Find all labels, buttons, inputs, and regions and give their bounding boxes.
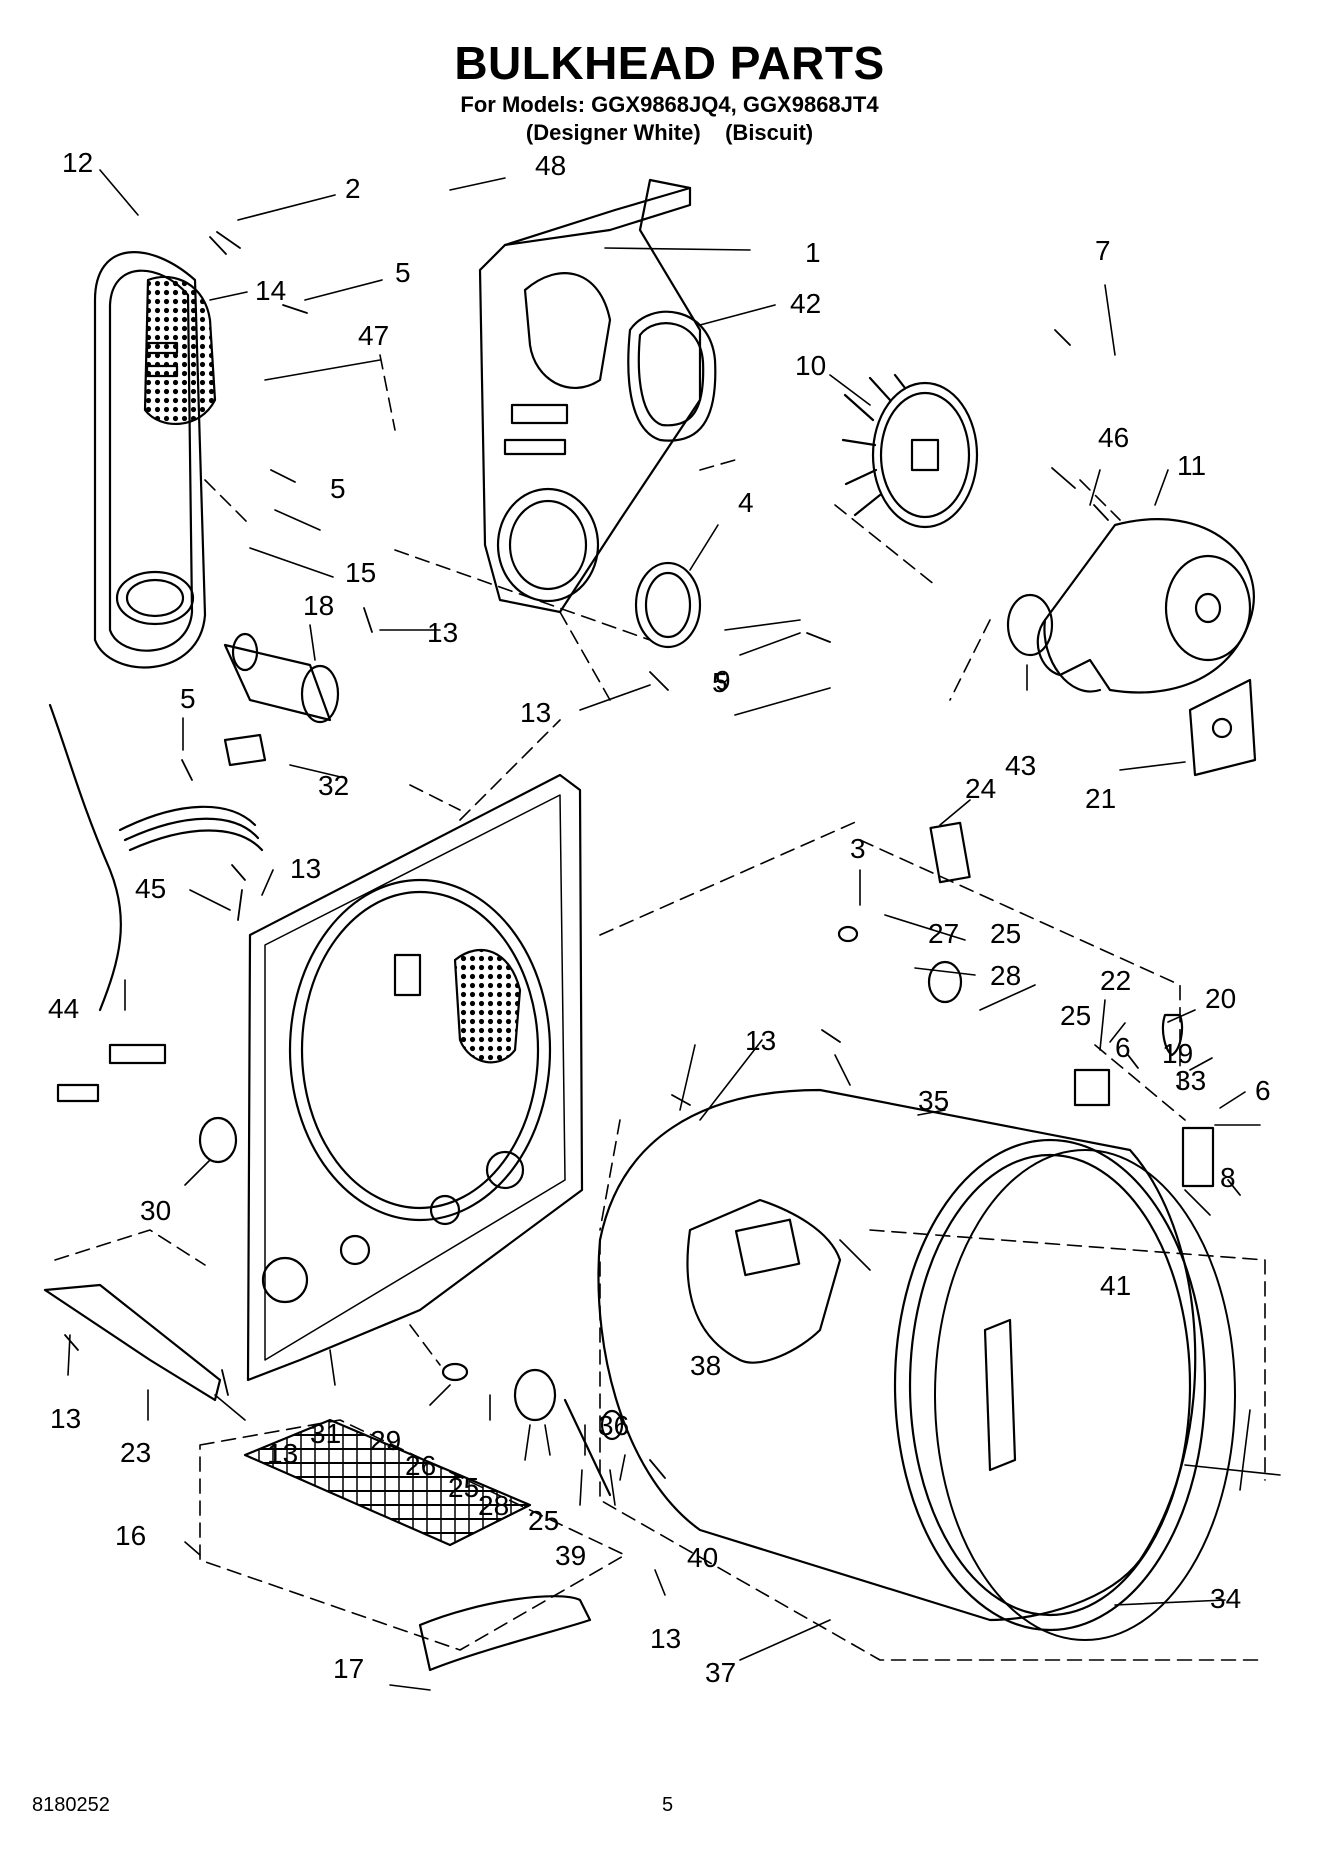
bulkhead-frame-part [246,773,584,1382]
callout-48: 48 [535,150,566,181]
callout-2: 2 [345,173,361,204]
callout-5: 5 [395,257,411,288]
blower-housing-part [1036,518,1255,694]
callout-46: 46 [1098,422,1129,453]
callout-9: 9 [715,665,731,696]
callout-47: 47 [358,320,389,351]
callout-29: 29 [370,1425,401,1456]
seal-part [627,310,717,442]
callout-13: 13 [427,617,458,648]
belt-part [934,1149,1236,1641]
callout-41: 41 [1100,1270,1131,1301]
callout-15: 15 [345,557,376,588]
bracket-part [43,1283,222,1402]
hardware-parts [198,821,1215,1497]
callout-42: 42 [790,288,821,319]
variants-line: (Designer White) (Biscuit) [525,120,814,145]
callout-35: 35 [918,1085,949,1116]
callout-30: 30 [140,1195,171,1226]
harness-bundle-part [118,805,264,852]
ring-seal-part [634,561,702,649]
label-sun-icon [1211,717,1233,739]
callout-43: 43 [1005,750,1036,781]
callout-31: 31 [310,1418,341,1449]
callout-5: 5 [330,473,346,504]
callout-21: 21 [1085,783,1116,814]
callout-19: 19 [1162,1038,1193,1069]
callout-6: 6 [1115,1032,1131,1063]
callout-5: 5 [712,667,728,698]
blower-wheel-part [841,373,979,529]
callout-13: 13 [745,1025,776,1056]
callout-25: 25 [1060,1000,1091,1031]
callout-14: 14 [255,275,286,306]
callout-23: 23 [120,1437,151,1468]
page-title: BULKHEAD PARTS [454,37,885,89]
callout-25: 25 [990,918,1021,949]
callout-18: 18 [303,590,334,621]
baffle-part [983,1318,1017,1472]
callout-28: 28 [478,1490,509,1521]
callout-39: 39 [555,1540,586,1571]
callout-26: 26 [405,1450,436,1481]
callout-25: 25 [448,1472,479,1503]
callout-17: 17 [333,1653,364,1684]
callout-40: 40 [687,1542,718,1573]
models-line: For Models: GGX9868JQ4, GGX9868JT4 [460,92,879,117]
callout-24: 24 [965,773,996,804]
drum-part [597,1088,1207,1632]
callout-6: 6 [1255,1075,1271,1106]
seal-inner-part [637,322,705,427]
callout-38: 38 [690,1350,721,1381]
callout-3: 3 [850,833,866,864]
callout-13: 13 [290,853,321,884]
callout-8: 8 [1220,1162,1236,1193]
heater-tube-part [223,632,340,724]
callout-45: 45 [135,873,166,904]
label-part [1188,678,1257,777]
wire-harness-part [48,703,123,1012]
callout-13: 13 [650,1623,681,1654]
connector-part [56,1083,100,1103]
document-number: 8180252 [32,1794,110,1816]
callout-33: 33 [1175,1065,1206,1096]
bracket-part [223,733,267,767]
callout-22: 22 [1100,965,1131,996]
callout-13: 13 [267,1438,298,1469]
callout-44: 44 [48,993,79,1024]
callout-25: 25 [528,1505,559,1536]
lint-screen-part [243,1418,592,1672]
callout-11: 11 [1177,450,1206,481]
callout-1: 1 [805,237,821,268]
bearing-seal-part [1006,593,1054,657]
callout-10: 10 [795,350,826,381]
callout-32: 32 [318,770,349,801]
callout-28: 28 [990,960,1021,991]
callout-12: 12 [62,147,93,178]
callout-4: 4 [738,487,754,518]
callout-13: 13 [50,1403,81,1434]
connector-part [108,1043,167,1065]
callout-20: 20 [1205,983,1236,1014]
callout-7: 7 [1095,235,1111,266]
callout-27: 27 [928,918,959,949]
rear-panel-part [478,178,702,614]
callout-34: 34 [1210,1583,1241,1614]
front-panel-part [93,251,217,669]
callout-36: 36 [598,1410,629,1441]
ring-seal-inner-part [644,571,692,639]
callout-13: 13 [520,697,551,728]
callout-5: 5 [180,683,196,714]
callout-37: 37 [705,1657,736,1688]
page-number: 5 [662,1794,674,1816]
callout-16: 16 [115,1520,146,1551]
